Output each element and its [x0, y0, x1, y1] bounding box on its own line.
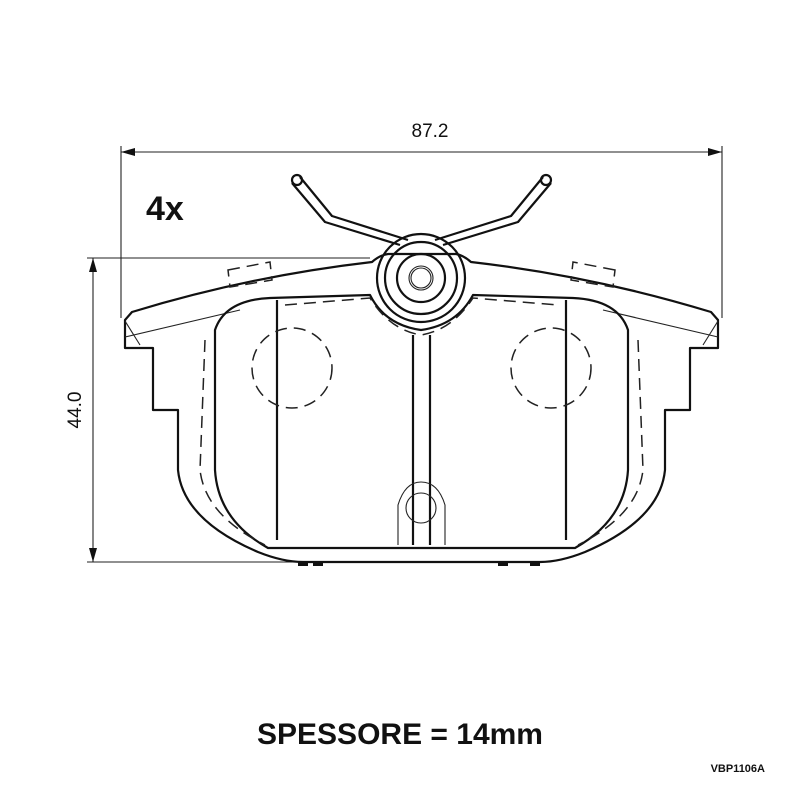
- hidden-piston-right: [510, 327, 592, 409]
- backplate-outline: [123, 252, 720, 564]
- spring-clip: [290, 173, 553, 247]
- width-value: 87.2: [412, 121, 449, 142]
- part-code: VBP1106A: [711, 763, 765, 775]
- height-value: 44.0: [65, 392, 86, 429]
- quantity-label: 4x: [146, 190, 184, 228]
- bottom-tabs: [298, 562, 540, 566]
- thickness-note: SPESSORE = 14mm: [257, 718, 543, 751]
- height-dimension: 44.0: [65, 257, 370, 563]
- hidden-piston-left: [251, 327, 333, 409]
- width-dimension: 87.2: [120, 121, 723, 318]
- friction-pad: [213, 293, 630, 550]
- spring-eye: [375, 232, 467, 324]
